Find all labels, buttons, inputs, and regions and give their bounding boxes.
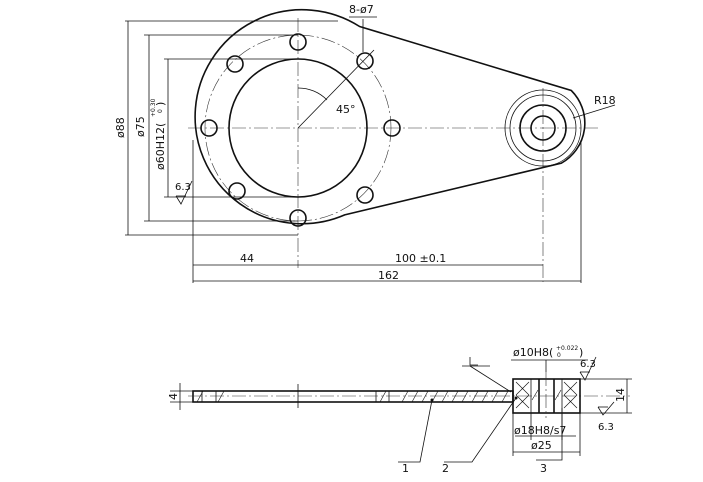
bolt-holes (200, 33, 401, 227)
part-2-leader (444, 397, 517, 463)
boss (504, 89, 582, 167)
radius-leader (572, 104, 616, 119)
pin-hole (530, 115, 556, 141)
boss-hatching (515, 381, 578, 409)
bolt-holes-label: 8-ø7 (349, 3, 374, 16)
bore-dim: ø60H12( +0.30 0 ) (150, 58, 298, 198)
part-1-label: 1 (402, 462, 409, 475)
roughness-label: 6.3 (175, 182, 191, 193)
boss-section (512, 378, 581, 414)
arm-contour (194, 8, 586, 225)
dim-162-label: 162 (378, 269, 399, 282)
bolt-hole (383, 119, 401, 137)
angle-label: 45° (336, 103, 356, 116)
bolt-hole (228, 182, 246, 200)
plate-hatching (196, 390, 509, 403)
roughness-bottom-label: 6.3 (598, 422, 614, 433)
roughness-top-symbol: 6.3 (579, 356, 597, 381)
section-view: 4 ø10H8( +0.022 0 ) 6.3 6.3 14 (167, 345, 632, 475)
boss-outer-circle (504, 89, 582, 167)
dim-162: 162 (193, 269, 581, 282)
top-view: 8-ø7 45° R18 ø88 ø75 ø60H12( +0.30 0 (114, 3, 616, 283)
bushing-circle (519, 104, 567, 152)
height-label: 14 (614, 388, 627, 402)
bolt-circle-dim: ø75 (134, 34, 298, 222)
bolt-circle-label: ø75 (134, 116, 147, 137)
hole-tol-close: ) (579, 346, 583, 359)
weld-symbol (462, 357, 512, 393)
bolt-hole (356, 186, 374, 204)
dim-100-label: 100 ±0.1 (395, 252, 446, 265)
dim-100: 100 ±0.1 (298, 252, 543, 266)
outer-diameter-label: ø88 (114, 117, 127, 138)
part-1-leader (398, 399, 433, 463)
hole-fit-label: ø10H8( (513, 346, 553, 359)
part-3-label: 3 (540, 462, 547, 475)
bolt-hole (289, 209, 307, 227)
boss-circle-25 (509, 94, 577, 162)
radius-label: R18 (594, 94, 616, 107)
bore-tol-lower: 0 (157, 109, 164, 113)
bore-tol-close: ) (154, 102, 167, 106)
outer-diameter-dim: ø88 (114, 20, 338, 236)
hole-tol-upper: +0.022 (556, 345, 578, 352)
roughness-top-label: 6.3 (580, 359, 596, 370)
boss-dia-label: ø25 (531, 439, 552, 452)
angle-leader (297, 49, 375, 129)
thickness-label: 4 (167, 393, 180, 400)
roughness-bottom-symbol: 6.3 (597, 401, 615, 433)
part-3-leader (536, 408, 563, 461)
bolt-hole (226, 55, 244, 73)
roughness-symbol: 6.3 (175, 180, 193, 205)
bolt-hole (200, 119, 218, 137)
dim-44-label: 44 (240, 252, 254, 265)
bore-tol-upper: +0.30 (150, 98, 157, 117)
angle-arc (297, 87, 328, 101)
dim-44: 44 (193, 252, 298, 266)
bolt-hole (356, 52, 374, 70)
part-2-label: 2 (442, 462, 449, 475)
fit-label: ø18H8/s7 (514, 424, 566, 437)
bore-label: ø60H12( (154, 123, 167, 170)
hole-tol-lower: 0 (557, 352, 561, 359)
bolt-hole (289, 33, 307, 51)
